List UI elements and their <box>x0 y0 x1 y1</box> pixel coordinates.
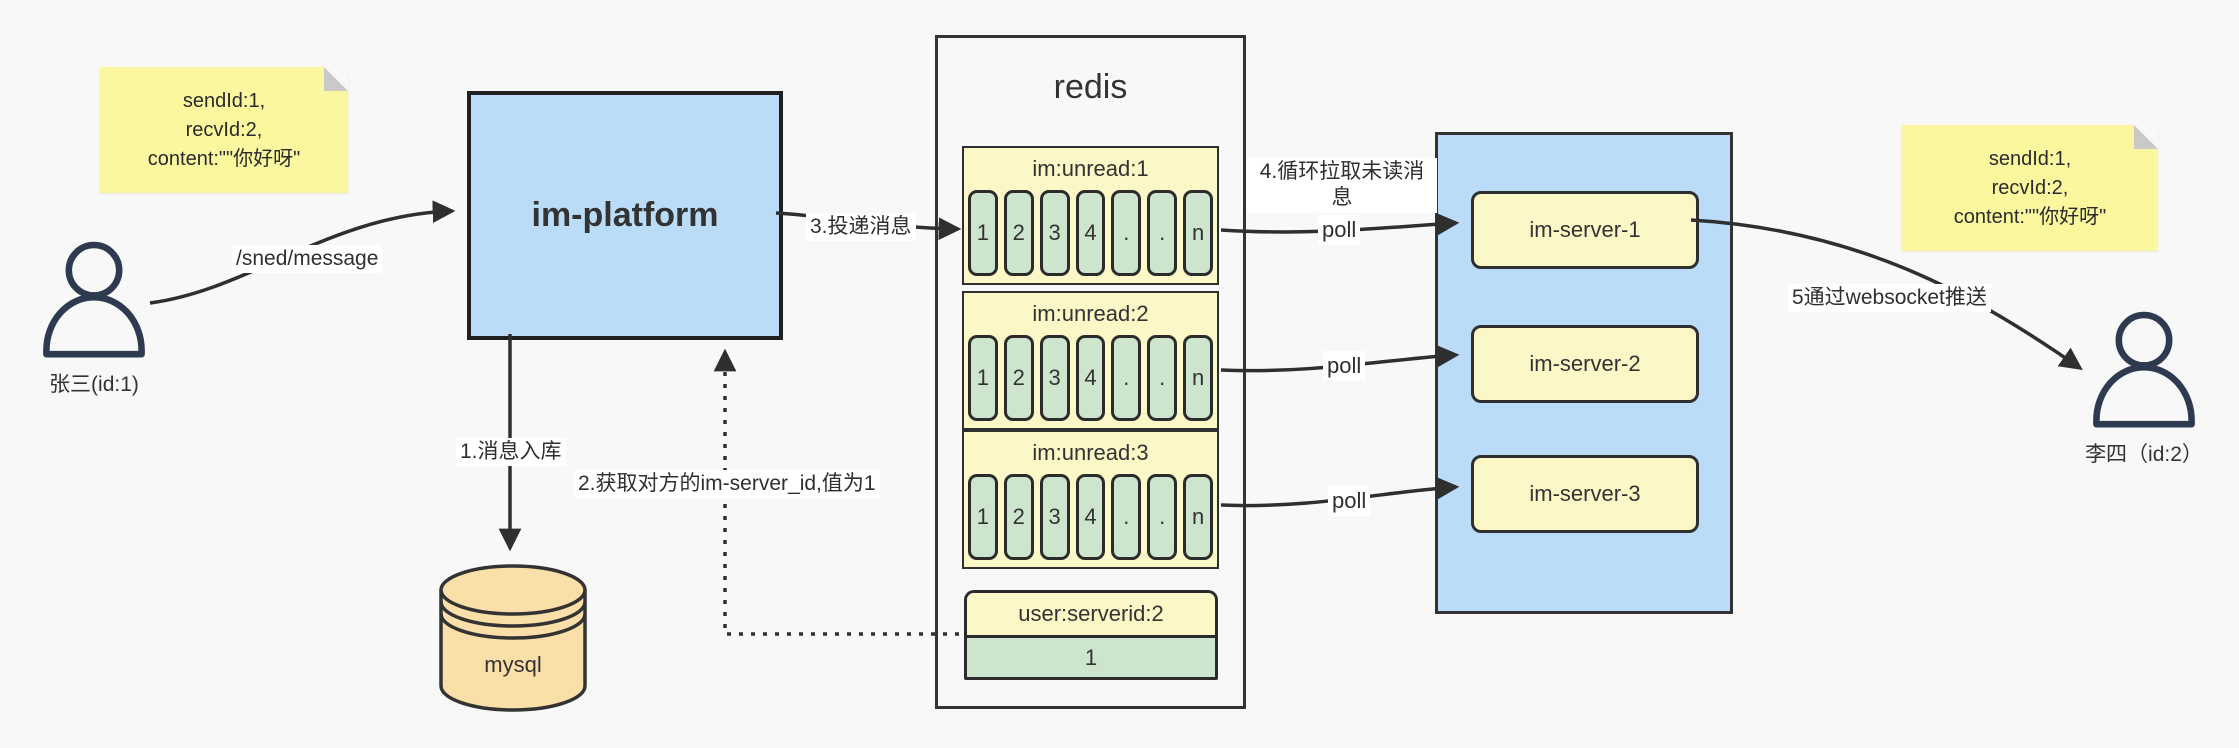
im-server-label: im-server-1 <box>1529 217 1641 242</box>
edge-label-step5: 5通过websocket推送 <box>1788 284 1991 313</box>
queue-cell: 4 <box>1075 190 1106 276</box>
user-serverid-key: user:serverid:2 <box>967 593 1215 638</box>
queue-cell: . <box>1111 474 1142 560</box>
message-note-right: sendId:1, recvId:2, content:""你好呀" <box>1902 125 2158 251</box>
mysql-label: mysql <box>484 652 542 677</box>
queue-cell: n <box>1183 474 1214 560</box>
queue-name: im:unread:2 <box>1032 301 1149 326</box>
redis-container: redis im:unread:1 1 2 3 4 . . n im:unrea… <box>935 35 1246 709</box>
edge-label-step3: 3.投递消息 <box>806 213 916 242</box>
edge-label-poll-1: poll <box>1318 215 1361 245</box>
edge-label-poll-3: poll <box>1328 486 1371 516</box>
queue-cell: . <box>1147 190 1178 276</box>
queue-cell: 1 <box>968 335 998 421</box>
im-platform-label: im-platform <box>531 196 719 234</box>
queue-cells: 1 2 3 4 . . n <box>964 474 1217 560</box>
im-server-3-node: im-server-3 <box>1471 455 1699 533</box>
queue-name: im:unread:3 <box>1032 440 1149 465</box>
queue-cell: . <box>1111 335 1142 421</box>
queue-cell: 2 <box>1003 335 1034 421</box>
note-line: content:""你好呀" <box>147 147 301 170</box>
queue-im-unread-2: im:unread:2 1 2 3 4 . . n <box>962 291 1219 430</box>
queue-cell: 2 <box>1003 190 1034 276</box>
note-line: recvId:2, <box>185 118 263 141</box>
queue-cell: . <box>1111 190 1142 276</box>
note-text: sendId:1, recvId:2, content:""你好呀" <box>148 87 300 174</box>
queue-cell: 4 <box>1075 474 1106 560</box>
note-line: recvId:2, <box>1991 176 2069 199</box>
queue-name: im:unread:1 <box>1032 156 1149 181</box>
user-serverid-box: user:serverid:2 1 <box>964 590 1218 680</box>
note-fold-icon <box>324 67 348 91</box>
queue-cell: 1 <box>968 190 998 276</box>
queue-cells: 1 2 3 4 . . n <box>964 190 1217 276</box>
receiver-user-icon <box>2093 311 2195 428</box>
queue-cells: 1 2 3 4 . . n <box>964 335 1217 421</box>
im-server-label: im-server-2 <box>1529 351 1641 376</box>
queue-cell: n <box>1183 190 1214 276</box>
queue-cell: 3 <box>1039 190 1070 276</box>
queue-cell: 3 <box>1039 474 1070 560</box>
edge-label-send: /sned/message <box>232 245 383 274</box>
user-serverid-value: 1 <box>967 638 1215 677</box>
im-server-1-node: im-server-1 <box>1471 191 1699 269</box>
sender-label: 张三(id:1) <box>49 373 139 396</box>
edge-label-poll-2: poll <box>1323 351 1366 381</box>
queue-im-unread-1: im:unread:1 1 2 3 4 . . n <box>962 146 1219 285</box>
message-note-left: sendId:1, recvId:2, content:""你好呀" <box>100 67 348 193</box>
note-fold-icon <box>2134 125 2158 149</box>
note-line: sendId:1, <box>1988 147 2072 170</box>
sender-user-icon <box>43 241 145 358</box>
queue-cell: . <box>1147 335 1178 421</box>
note-line: content:""你好呀" <box>1953 205 2107 228</box>
queue-cell: 3 <box>1039 335 1070 421</box>
queue-im-unread-3: im:unread:3 1 2 3 4 . . n <box>962 430 1219 569</box>
queue-cell: 2 <box>1003 474 1034 560</box>
queue-cell: 1 <box>968 474 998 560</box>
edge-label-step2: 2.获取对方的im-server_id,值为1 <box>574 470 880 499</box>
im-platform-node: im-platform <box>467 91 783 340</box>
edge-label-step1: 1.消息入库 <box>456 438 566 467</box>
edge-label-step4: 4.循环拉取未读消息 <box>1247 158 1437 213</box>
im-server-cluster: im-server-1 im-server-2 im-server-3 <box>1435 132 1733 614</box>
redis-title: redis <box>1053 68 1128 106</box>
note-text: sendId:1, recvId:2, content:""你好呀" <box>1954 145 2106 232</box>
im-server-2-node: im-server-2 <box>1471 325 1699 403</box>
im-server-label: im-server-3 <box>1529 481 1641 506</box>
queue-cell: . <box>1147 474 1178 560</box>
receiver-label: 李四（id:2） <box>2085 443 2203 466</box>
note-line: sendId:1, <box>182 89 266 112</box>
queue-cell: n <box>1183 335 1214 421</box>
mysql-database-icon <box>439 564 587 712</box>
queue-cell: 4 <box>1075 335 1106 421</box>
